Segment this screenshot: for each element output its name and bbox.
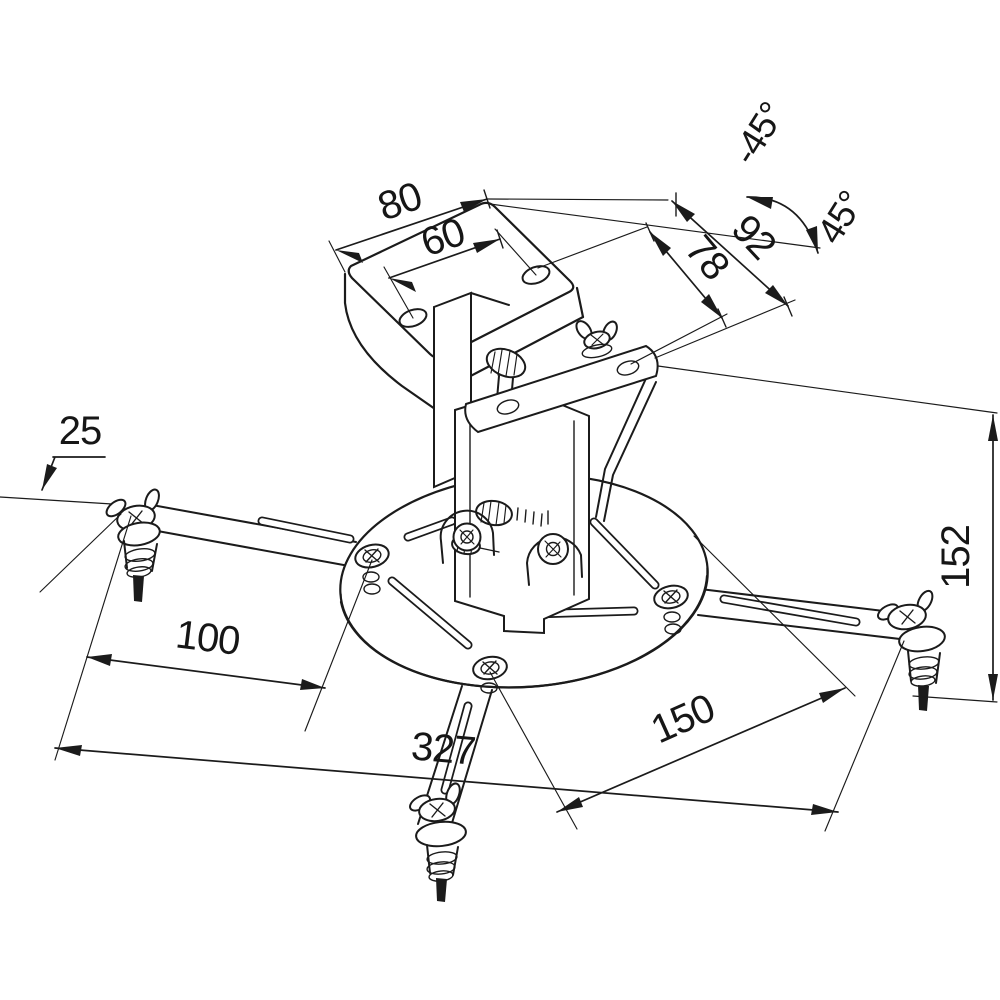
threaded-stud: [918, 685, 929, 711]
dim-327-label: 327: [409, 724, 476, 773]
threaded-stud: [133, 575, 144, 602]
screw-left: [354, 543, 390, 595]
dim-line-100: [86, 656, 326, 689]
extension-lines: [0, 198, 998, 832]
screw-right: [653, 584, 689, 635]
dim-100-label: 100: [173, 612, 242, 663]
dim-line-80: [335, 198, 488, 251]
rear-wing-nut: [575, 320, 618, 359]
dim-150-label: 150: [645, 686, 721, 752]
dim-80-label: 80: [373, 174, 428, 229]
dim-line-92: [671, 200, 789, 307]
threaded-stud: [436, 878, 447, 902]
dim-152-label: 152: [934, 525, 978, 589]
tilt-negative-label: -45°: [724, 95, 793, 171]
arm-rear: [464, 320, 659, 434]
mounting-column: [433, 291, 657, 635]
spider-arms: [105, 488, 946, 902]
foot-right: [877, 589, 946, 711]
arm-left: [141, 504, 361, 569]
foot-bottom: [409, 782, 467, 902]
arm-bottom: [417, 685, 493, 834]
foot-left: [105, 488, 161, 602]
tilt-positive-label: 45°: [809, 184, 872, 251]
dim-line-150: [556, 687, 846, 813]
dimension-arrowheads: [42, 197, 998, 815]
arm-right: [697, 588, 914, 640]
dim-line-327: [54, 747, 839, 813]
screw-bottom: [472, 655, 508, 694]
dim-25-label: 25: [59, 409, 102, 453]
